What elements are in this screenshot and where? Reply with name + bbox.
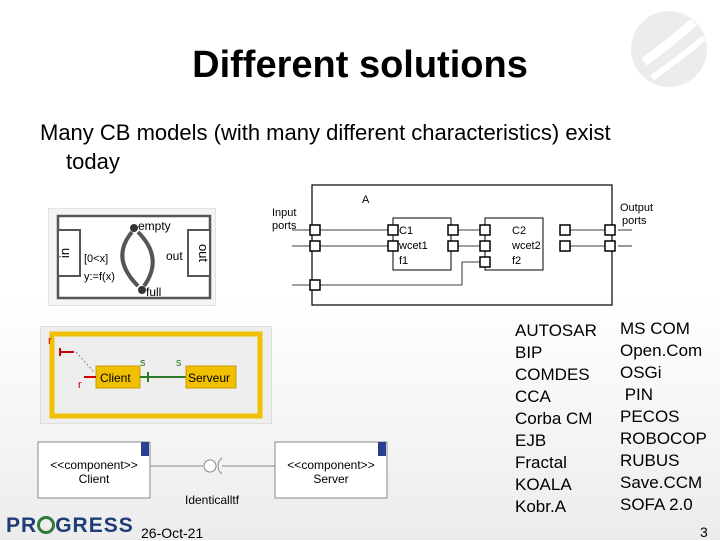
port-icon: [479, 240, 491, 252]
list-item: MS COM: [620, 319, 690, 338]
list-item: Corba CM: [515, 409, 593, 428]
c2-wcet: wcet2: [511, 240, 541, 252]
component-icon: [378, 442, 386, 456]
out-label: out: [196, 244, 211, 262]
component-a-diagram: A Input ports Output ports C1 wcet1 f1 C…: [272, 184, 653, 306]
full-state-icon: [138, 286, 146, 294]
client-component-box: [37, 441, 151, 499]
slide-title: Different solutions: [192, 44, 528, 86]
list-item: BIP: [515, 343, 543, 362]
corner-logo-icon: [631, 11, 707, 87]
state-machine-diagram: in out empty full [0<x] y:=f(x) out: [48, 208, 216, 306]
port-icon: [604, 224, 616, 236]
s-label-2: s: [176, 357, 182, 369]
list-item: Kobr.A: [515, 497, 567, 516]
list-item: KOALA: [515, 475, 572, 494]
client-component-label: <<component>> Client: [38, 458, 150, 486]
output-ports-label-1: Output: [620, 202, 653, 214]
required-interface-icon: [217, 457, 223, 475]
r-label-outer: r: [48, 335, 52, 347]
client-server-diagram: r r Client s s Serveur: [40, 326, 272, 424]
port-icon: [447, 224, 459, 236]
full-label: full: [146, 285, 161, 299]
intro-line-1: Many CB models (with many different char…: [40, 120, 611, 145]
empty-state-icon: [130, 224, 138, 232]
component-a-label: A: [362, 194, 370, 206]
port-icon: [479, 256, 491, 268]
client-box-label: Client: [100, 371, 131, 385]
c2-box: [484, 217, 544, 271]
list-item: COMDES: [515, 365, 590, 384]
out-port-box: [187, 229, 211, 277]
port-icon: [309, 279, 321, 291]
r-label-inner: r: [78, 379, 82, 391]
intro-text: Many CB models (with many different char…: [40, 118, 690, 176]
server-name: Server: [313, 472, 349, 486]
input-ports-label-1: Input: [272, 207, 296, 219]
component-icon: [141, 442, 149, 456]
port-icon: [387, 240, 399, 252]
page-number: 3: [700, 524, 708, 540]
out-connector-label: out: [166, 249, 183, 263]
model-list-a: AUTOSAR BIP COMDES CCA Corba CM EJB Frac…: [515, 320, 597, 518]
port-icon: [479, 224, 491, 236]
output-ports-label-2: ports: [622, 215, 647, 227]
empty-label: empty: [138, 219, 171, 233]
c2-name: C2: [512, 225, 526, 237]
guard-label: [0<x]: [84, 253, 108, 265]
server-stereotype: <<component>>: [287, 458, 375, 472]
model-list-b: MS COM Open.Com OSGi PIN PECOS ROBOCOP R…: [620, 318, 707, 516]
in-port-box: [57, 229, 81, 277]
s-label-1: s: [140, 357, 146, 369]
port-icon: [309, 224, 321, 236]
server-box: [185, 365, 237, 389]
list-item: AUTOSAR: [515, 321, 597, 340]
list-item: Open.Com: [620, 341, 703, 360]
client-name: Client: [78, 472, 110, 486]
c2-func: f2: [512, 255, 521, 267]
footer-date: 26-Oct-21: [141, 525, 204, 541]
in-label: in: [57, 248, 72, 258]
c1-wcet: wcet1: [398, 240, 428, 252]
port-icon: [447, 240, 459, 252]
server-box-label: Serveur: [188, 371, 230, 385]
intro-line-2: today: [66, 149, 120, 174]
list-item: OSGi: [620, 363, 662, 382]
list-item: PIN: [620, 385, 654, 404]
list-item: Save.CCM: [620, 473, 703, 492]
interface-name: Identicalltf: [185, 493, 240, 507]
c1-name: C1: [399, 225, 413, 237]
c1-box: [392, 217, 452, 271]
port-icon: [604, 240, 616, 252]
list-item: ROBOCOP: [620, 429, 707, 448]
port-icon: [559, 224, 571, 236]
provided-interface-icon: [203, 459, 217, 473]
logo-o-icon: [37, 516, 56, 534]
c1-func: f1: [399, 255, 408, 267]
list-item: CCA: [515, 387, 551, 406]
list-item: PECOS: [620, 407, 680, 426]
list-item: RUBUS: [620, 451, 680, 470]
uml-diagram: [37, 441, 388, 499]
server-component-box: [274, 441, 388, 499]
list-item: Fractal: [515, 453, 567, 472]
server-component-label: <<component>> Server: [276, 458, 386, 486]
list-item: EJB: [515, 431, 547, 450]
client-stereotype: <<component>>: [50, 458, 138, 472]
list-item: SOFA 2.0: [620, 495, 693, 514]
input-ports-label-2: ports: [272, 220, 297, 232]
port-icon: [309, 240, 321, 252]
port-icon: [559, 240, 571, 252]
composite-frame: [49, 331, 263, 419]
port-icon: [387, 224, 399, 236]
assign-label: y:=f(x): [84, 271, 115, 283]
